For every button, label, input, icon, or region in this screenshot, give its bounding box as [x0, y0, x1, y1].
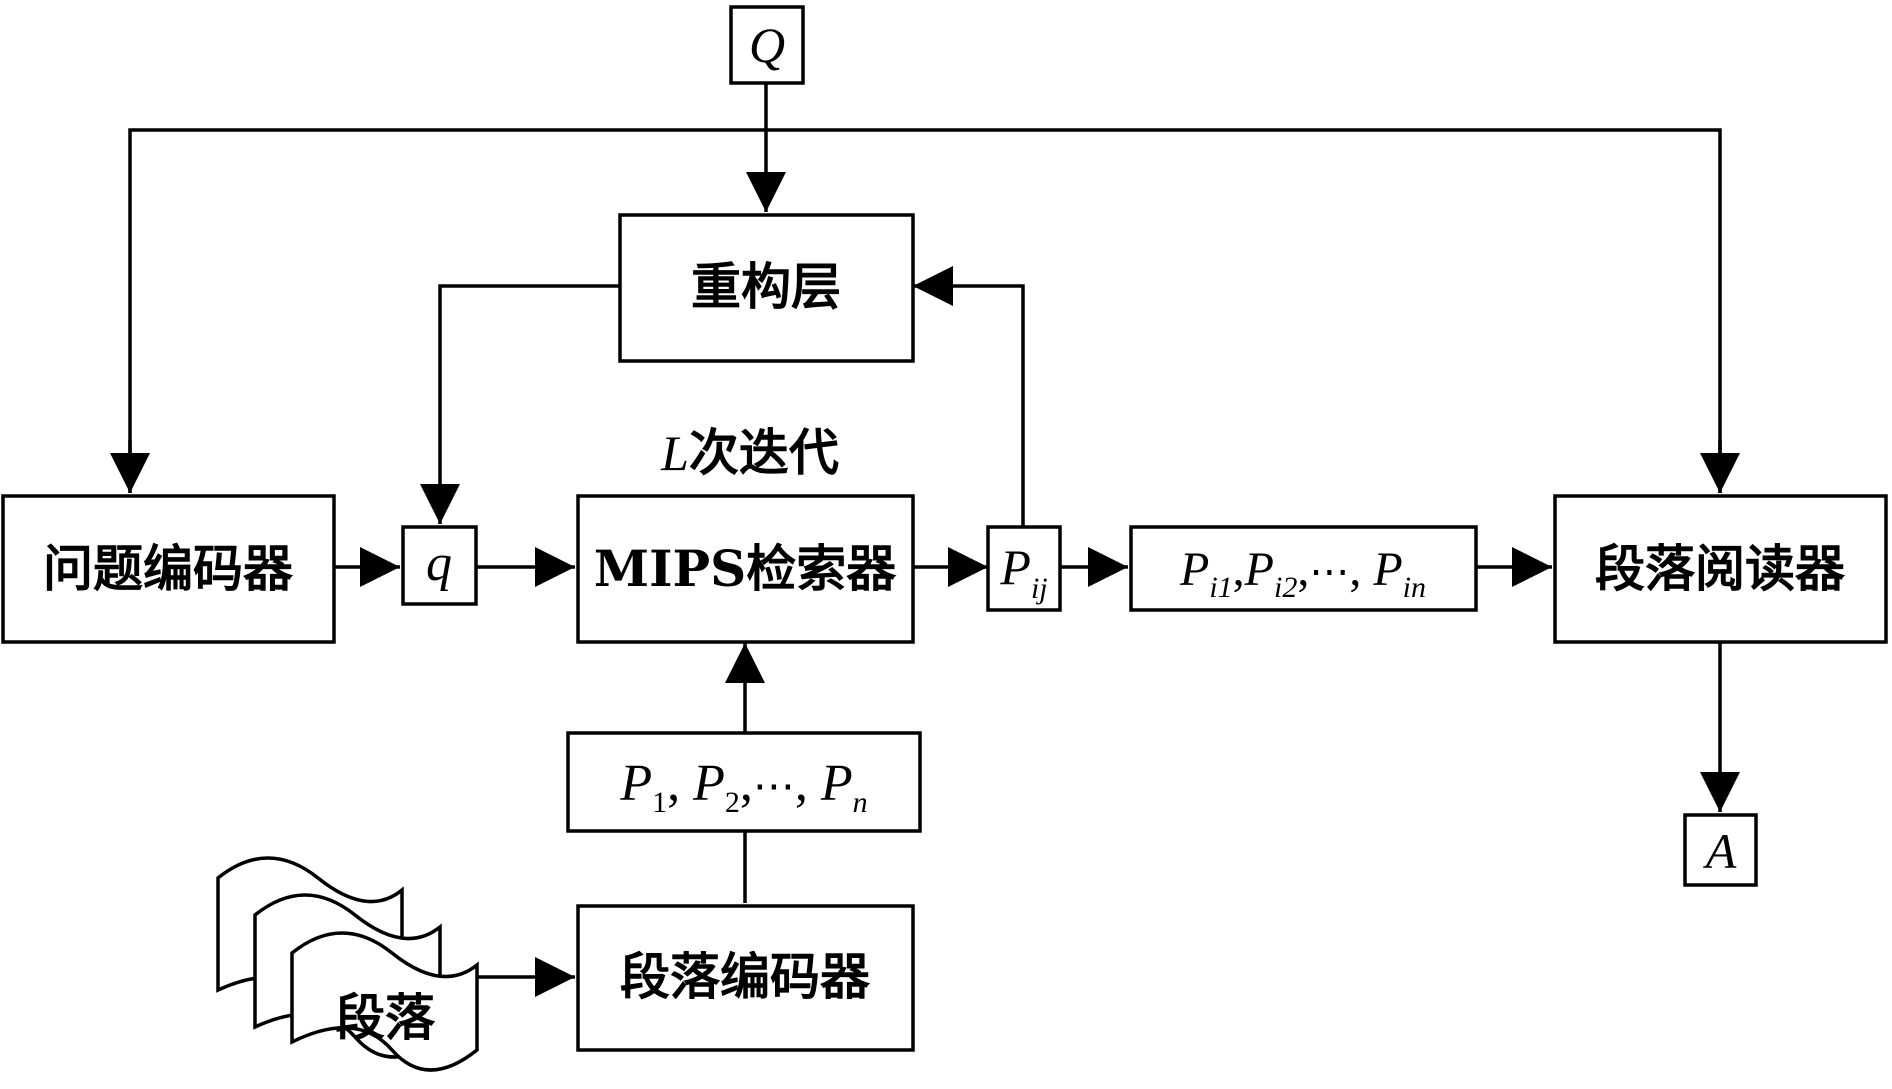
passage-vectors-box — [566, 731, 922, 833]
reconstruction-box — [618, 213, 915, 363]
q-vector-node: q — [401, 525, 478, 606]
retriever-label: MIPS检索器 — [594, 539, 897, 598]
retrieved-label: Pij — [999, 539, 1047, 605]
query-label: Q — [749, 17, 785, 73]
reconstruction-node: 重构层 — [618, 213, 915, 363]
passage-doc-front — [290, 931, 479, 1072]
question-encoder-label: 问题编码器 — [43, 539, 294, 598]
query-node: Q — [729, 5, 805, 85]
answer-node: A — [1683, 813, 1758, 887]
connectors — [110, 83, 1740, 997]
retriever-box — [576, 494, 915, 644]
question-encoder-box — [1, 494, 336, 644]
passage-encoder-box — [576, 904, 915, 1052]
reader-box — [1553, 494, 1888, 644]
candidates-label: Pi1,Pi2,⋯, Pin — [1179, 543, 1426, 604]
reconstruction-label: 重构层 — [691, 257, 841, 316]
passages-stack-icon: 段落 — [216, 856, 479, 1072]
arrow-pij-to-reconstruction — [913, 266, 1025, 527]
retrieved-box — [986, 525, 1062, 612]
answer-box — [1683, 813, 1758, 887]
q-vector-label: q — [426, 535, 452, 592]
passage-vectors-label: P1, P2,⋯, Pn — [619, 755, 867, 819]
retrieved-node: Pij — [986, 525, 1062, 612]
passages-label: 段落 — [335, 988, 436, 1047]
passage-encoder-label: 段落编码器 — [620, 947, 871, 1006]
reader-node: 段落阅读器 — [1553, 494, 1888, 644]
answer-label: A — [1703, 823, 1737, 879]
retriever-node: MIPS检索器 — [576, 494, 915, 644]
candidates-node: Pi1,Pi2,⋯, Pin — [1129, 525, 1478, 612]
passage-vectors-node: P1, P2,⋯, Pn — [566, 731, 922, 833]
reader-label: 段落阅读器 — [1595, 539, 1846, 598]
question-encoder-node: 问题编码器 — [1, 494, 336, 644]
q-vector-box — [401, 525, 478, 606]
query-box — [729, 5, 805, 85]
candidates-box — [1129, 525, 1478, 612]
arrow-reconstruction-to-q — [420, 284, 620, 524]
iteration-label: L次迭代 — [660, 423, 839, 482]
query-bus-line — [128, 128, 1722, 493]
passage-encoder-node: 段落编码器 — [576, 904, 915, 1052]
